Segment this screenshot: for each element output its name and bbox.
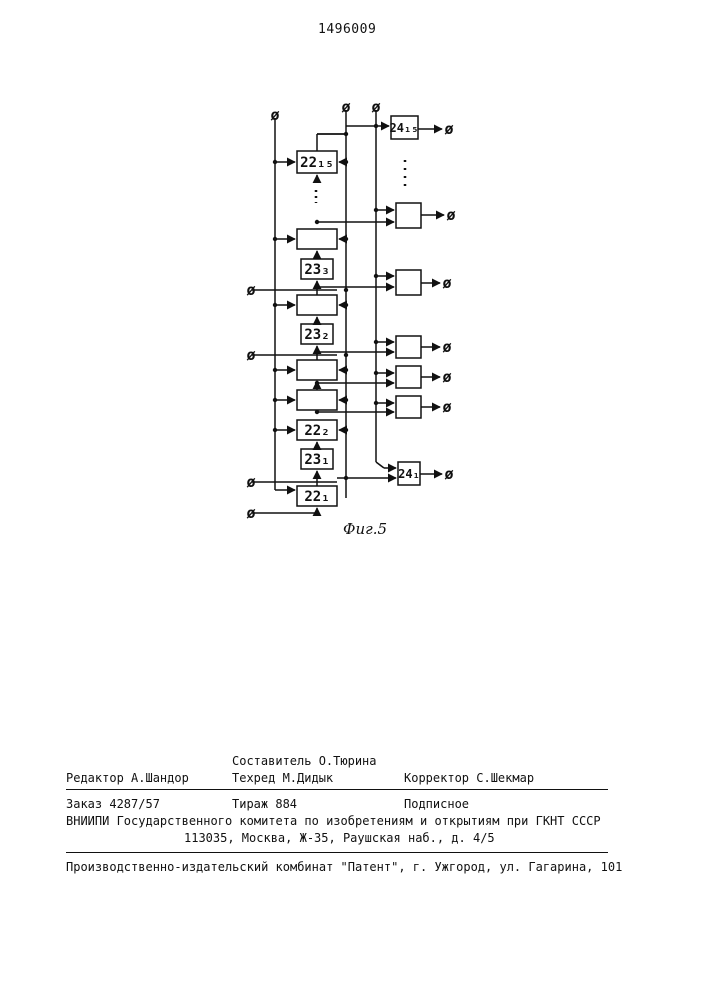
- address-line: 113035, Москва, Ж-35, Раушская наб., д. …: [184, 831, 495, 845]
- figure-caption: Фиг.5: [343, 520, 387, 538]
- terminal-symbol: ø: [270, 106, 279, 124]
- label-22-2: 22₂: [304, 423, 329, 439]
- publisher-line: Производственно-издательский комбинат "П…: [66, 860, 622, 874]
- block-unnamed-3: [297, 360, 337, 380]
- circuit-diagram: 22₁₅ 23₃ 23₂ 22₂ 23₁ 22₁ 24₁₅ 24₁ ø ø ø …: [0, 0, 707, 560]
- terminal-symbol: ø: [442, 338, 451, 356]
- subscription-line: Подписное: [404, 797, 469, 811]
- block-24-right-4: [396, 270, 421, 295]
- block-24-right-5: [396, 203, 421, 228]
- label-23-3: 23₃: [304, 262, 329, 278]
- block-24-right-2: [396, 366, 421, 388]
- terminal-symbol: ø: [246, 473, 255, 491]
- block-unnamed-4: [297, 295, 337, 315]
- editor-line: Редактор А.Шандор: [66, 771, 189, 785]
- label-22-15: 22₁₅: [300, 155, 334, 171]
- block-unnamed-2: [297, 390, 337, 410]
- block-24-right-1: [396, 396, 421, 418]
- divider: [66, 789, 608, 790]
- terminal-symbol: ø: [246, 281, 255, 299]
- divider: [66, 852, 608, 853]
- terminal-symbol: ø: [442, 398, 451, 416]
- terminal-symbol: ø: [442, 274, 451, 292]
- label-23-1: 23₁: [304, 452, 329, 468]
- terminal-symbol: ø: [246, 504, 255, 522]
- terminal-symbol: ø: [444, 120, 453, 138]
- techred-line: Техред М.Дидык: [232, 771, 333, 785]
- label-24-1: 24₁: [398, 467, 420, 481]
- corrector-line: Корректор С.Шекмар: [404, 771, 534, 785]
- block-24-right-3: [396, 336, 421, 358]
- label-23-2: 23₂: [304, 327, 329, 343]
- terminal-symbol: ø: [341, 98, 350, 116]
- label-24-15: 24₁₅: [390, 121, 419, 135]
- circulation-line: Тираж 884: [232, 797, 297, 811]
- terminal-symbol: ø: [444, 465, 453, 483]
- terminal-symbol: ø: [371, 98, 380, 116]
- terminal-symbol: ø: [246, 346, 255, 364]
- institute-line: ВНИИПИ Государственного комитета по изоб…: [66, 814, 601, 828]
- label-22-1: 22₁: [304, 489, 329, 505]
- compiler-line: Составитель О.Тюрина: [232, 754, 377, 768]
- block-unnamed-5: [297, 229, 337, 249]
- terminal-symbol: ø: [446, 206, 455, 224]
- order-line: Заказ 4287/57: [66, 797, 160, 811]
- terminal-symbol: ø: [442, 368, 451, 386]
